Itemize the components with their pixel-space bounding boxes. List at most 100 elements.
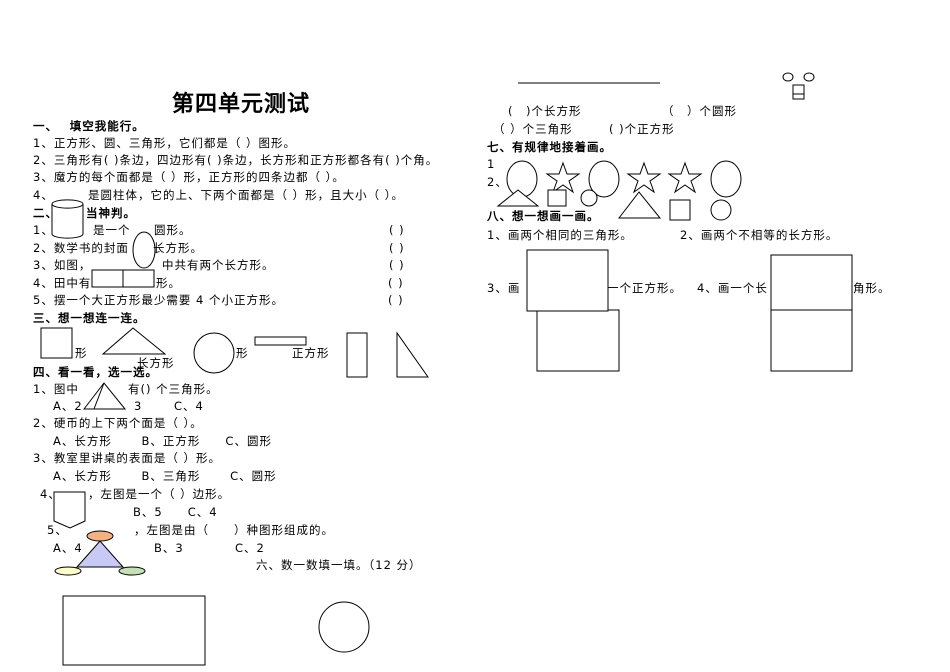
section-2-heading: 当神判。 [86,206,136,220]
question: 中共有两个长方形。 [162,258,275,272]
question: 3、画 [487,281,521,295]
triangle-divider [93,382,105,410]
match-label: 正方形 [292,346,330,360]
drawing-box [526,249,609,312]
robot-head-circle [782,72,794,82]
triangle-colored [75,540,125,568]
section-3-heading: 三、想一想连一连。 [33,311,146,325]
circle-figure [318,601,370,653]
count-item: （ ）个圆形 [662,104,737,118]
option: A、4 [53,541,83,555]
pentagon-figure [53,491,86,529]
pattern-circle-small [710,199,732,221]
question: 1、画两个相同的三角形。 [487,228,633,242]
pattern-circle [588,160,620,198]
match-label: 形 [236,346,249,360]
question: 4、 [40,487,61,501]
section-6-heading: 六、数一数填一填。（12 分） [256,558,422,572]
oval-top [86,530,114,542]
answer-paren: ( ) [389,223,405,237]
answer-paren: ( ) [388,293,404,307]
question: 形。 [156,276,181,290]
question: 是圆柱体，它的上、下两个面都是（ ）形，且大小（ ）。 [88,188,405,202]
question: 角形。 [853,281,891,295]
question: 3、教室里讲桌的表面是（ ）形。 [33,451,221,465]
section-7-heading: 七、有规律地接着画。 [487,140,612,154]
pattern-star [667,161,703,194]
question: 一个正方形。 [607,281,682,295]
options: A、长方形 B、正方形 C、圆形 [53,434,272,448]
question: 5、 [47,523,68,537]
question: 1 [487,157,496,171]
ellipse-figure [132,231,156,269]
answer-paren: ( ) [389,258,405,272]
question: 3、魔方的每个面都是（ ）形，正方形的四条边都（ ）。 [33,170,345,184]
two-rectangles-figure [91,269,124,288]
question: 圆形。 [154,223,192,237]
answer-paren: ( ) [389,241,405,255]
count-item: （ ）个三角形 [493,122,573,136]
pattern-square [547,189,567,207]
pattern-star [626,161,662,194]
section-1-heading: 一、 填空我能行。 [33,119,145,133]
question: 2、数学书的封面 [33,241,129,255]
count-item: ( )个正方形 [609,122,675,136]
tall-rectangle-shape [346,332,368,378]
question: 4、 [33,188,54,202]
question: 4、田中有 [33,276,92,290]
question: 4、画一个长 [697,281,768,295]
section-2-heading: 二、 [33,206,58,220]
question: ，左图是由（ ）种图形组成的。 [134,523,334,537]
question: 3、如图， [33,258,92,272]
drawing-box [536,309,620,372]
question: 1、 [33,223,54,237]
question: 2、硬币的上下两个面是（ ）。 [33,416,203,430]
question: 1、正方形、圆、三角形，它们都是（ ）图形。 [33,136,296,150]
pattern-circle [710,160,742,198]
question: 长方形。 [153,241,203,255]
pattern-circle [506,160,538,198]
two-rectangles-figure [122,269,155,288]
question: 2、画两个不相等的长方形。 [680,228,839,242]
pattern-square [669,199,691,221]
match-label: 长方形 [137,356,175,370]
section-4-heading: 四、看一看，选一选。 [33,365,158,379]
question: 2、三角形有( )条边，四边形有( )条边，长方形和正方形都各有( )个角。 [33,153,439,167]
pattern-star [545,161,581,194]
square-shape [40,327,73,359]
circle-shape [193,332,235,374]
page-title: 第四单元测试 [172,91,311,117]
options: A、长方形 B、三角形 C、圆形 [53,469,277,483]
drawing-box [770,309,853,372]
question: 是一个 [93,223,131,237]
count-item: ( )个长方形 [508,104,582,118]
right-triangle-shape [396,331,429,378]
question: 1、图中 [33,382,79,396]
oval-right [118,566,146,576]
question: 2、 [487,175,508,189]
option: C、4 [174,399,204,413]
pattern-triangle [496,189,540,207]
section-8-heading: 八、想一想画一画。 [487,209,600,223]
long-rectangle-shape [254,336,307,346]
oval-left [54,566,82,576]
triangle-count-figure [82,382,127,410]
drawing-box [770,254,853,311]
triangle-shape [101,327,167,355]
option: C、2 [235,541,265,555]
question: ，左图是一个（ ）边形。 [88,487,231,501]
option: A、2 [53,399,83,413]
pattern-circle-small [580,189,598,207]
match-label: 形 [75,346,88,360]
options: B、5 C、4 [133,505,218,519]
option: B、3 [154,541,184,555]
question: 有() 个三角形。 [128,382,219,396]
robot-head-circle [803,72,815,82]
question: 5、摆一个大正方形最少需要 4 个小正方形。 [33,293,284,307]
robot-body-rect [792,84,805,95]
option: 3 [134,399,143,413]
answer-paren: ( ) [388,276,404,290]
answer-box [62,595,206,666]
